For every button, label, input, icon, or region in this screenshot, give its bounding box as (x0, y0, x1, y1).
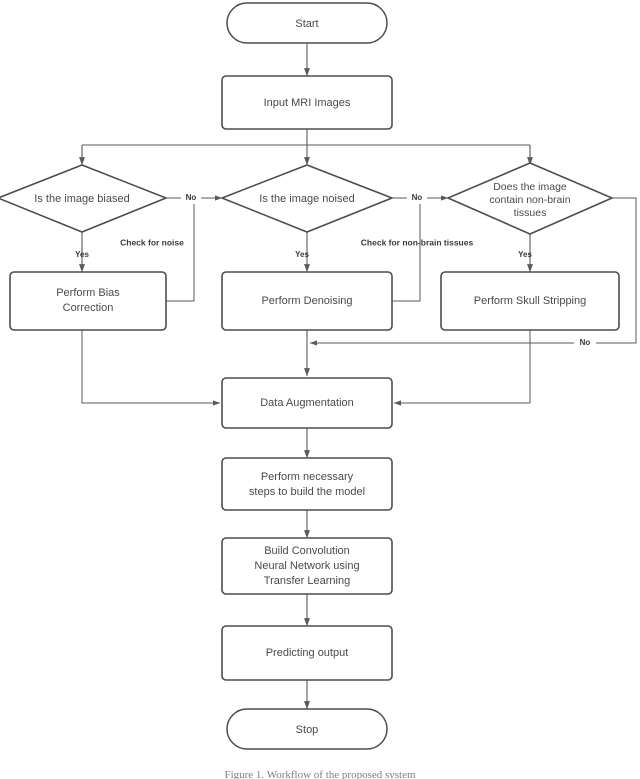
node-data-augmentation[interactable]: Data Augmentation (221, 377, 393, 429)
edge-label-no-noise: No (412, 193, 423, 202)
node-predicting-output[interactable]: Predicting output (221, 625, 393, 681)
edge-check-for-nonbrain (392, 200, 421, 302)
edge-label-no-skull: No (580, 338, 591, 347)
node-decision-non-brain-tissues[interactable]: Does the image contain non-brain tissues (445, 162, 615, 235)
node-decision-biased-label: Is the image biased (34, 193, 129, 205)
node-decision-noised-label: Is the image noised (259, 193, 354, 205)
node-decision-image-biased[interactable]: Is the image biased (0, 164, 169, 233)
node-stop-label: Stop (296, 724, 319, 736)
edge-label-no-bias: No (186, 193, 197, 202)
edge-biascorrection-to-augmentation (81, 330, 221, 406)
edge-label-check-for-noise: Check for noise (120, 237, 184, 247)
node-perform-skull-stripping[interactable]: Perform Skull Stripping (440, 271, 620, 331)
node-build-cnn-transfer-learning[interactable]: Build Convolution Neural Network using T… (221, 537, 393, 595)
edge-label-yes-bias: Yes (75, 250, 89, 259)
node-steps-label-line2: steps to build the model (249, 486, 365, 498)
edge-skullstripping-to-augmentation (393, 330, 531, 406)
node-perform-bias-correction[interactable]: Perform Bias Correction (9, 271, 167, 331)
node-input-label: Input MRI Images (264, 97, 351, 109)
node-start[interactable]: Start (226, 2, 388, 44)
node-decision-skull-label-line3: tissues (514, 207, 547, 219)
node-cnn-label-line2: Neural Network using (254, 560, 359, 572)
edge-skull-no-return (309, 197, 637, 346)
node-bias-label-line2: Correction (63, 302, 114, 314)
edge-label-yes-noise: Yes (295, 250, 309, 259)
node-perform-necessary-steps[interactable]: Perform necessary steps to build the mod… (221, 457, 393, 511)
node-start-label: Start (295, 18, 318, 30)
edge-label-yes-skull: Yes (518, 250, 532, 259)
node-skull-stripping-label: Perform Skull Stripping (474, 295, 587, 307)
edge-label-check-for-nonbrain: Check for non-brain tissues (361, 237, 474, 247)
edge-label-no-noise-backdrop (407, 192, 427, 204)
node-steps-label-line1: Perform necessary (261, 471, 354, 483)
node-decision-skull-label-line1: Does the image (493, 181, 567, 193)
node-cnn-label-line3: Transfer Learning (264, 575, 350, 587)
figure-caption: Figure 1. Workflow of the proposed syste… (224, 769, 416, 779)
edge-label-no-skull-backdrop (574, 337, 596, 349)
node-decision-skull-label-line2: contain non-brain (489, 194, 570, 206)
edge-check-for-noise (166, 200, 195, 302)
node-bias-label-line1: Perform Bias (56, 287, 120, 299)
node-augmentation-label: Data Augmentation (260, 397, 354, 409)
node-stop[interactable]: Stop (226, 708, 388, 750)
node-decision-image-noised[interactable]: Is the image noised (219, 164, 395, 233)
node-predict-label: Predicting output (266, 647, 349, 659)
node-perform-denoising[interactable]: Perform Denoising (221, 271, 393, 331)
node-cnn-label-line1: Build Convolution (264, 545, 350, 557)
node-denoising-label: Perform Denoising (261, 295, 352, 307)
edge-label-no-bias-backdrop (181, 192, 201, 204)
node-input-mri-images[interactable]: Input MRI Images (221, 75, 393, 130)
